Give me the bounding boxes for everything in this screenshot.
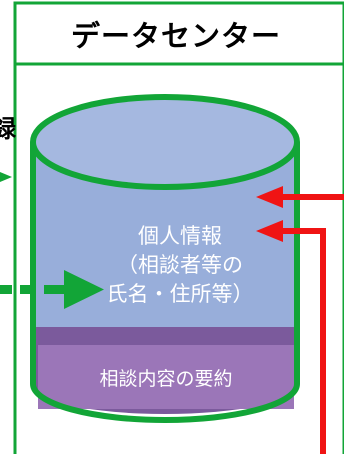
summary-band <box>38 345 294 409</box>
side-cut-label-text: 録 <box>0 115 16 143</box>
cylinder-bottom-outline <box>30 383 300 423</box>
green-dash-3 <box>44 285 64 294</box>
data-center-title: データセンター <box>70 19 281 53</box>
consultation-summary-label: 相談内容の要約 <box>99 367 233 390</box>
red-arrow-lower-head-icon <box>256 220 283 242</box>
personal-info-label: 個人情報 （相談者等の 氏名・住所等） <box>50 222 310 309</box>
green-dash-2 <box>20 285 36 294</box>
green-arrow-small-icon <box>0 172 12 182</box>
personal-info-line-1: 個人情報 <box>138 224 222 248</box>
green-dash-1 <box>0 285 12 294</box>
cylinder-top <box>33 97 297 187</box>
red-arrow-upper-head-icon <box>256 186 283 208</box>
personal-info-line-3: 氏名・住所等） <box>106 282 254 306</box>
red-arrow-lower-line <box>280 228 326 454</box>
green-arrow-head-icon <box>64 270 104 309</box>
data-center-box <box>13 1 344 454</box>
side-cut-label: 録 <box>0 112 16 146</box>
personal-info-line-2: （相談者等の <box>117 253 243 277</box>
